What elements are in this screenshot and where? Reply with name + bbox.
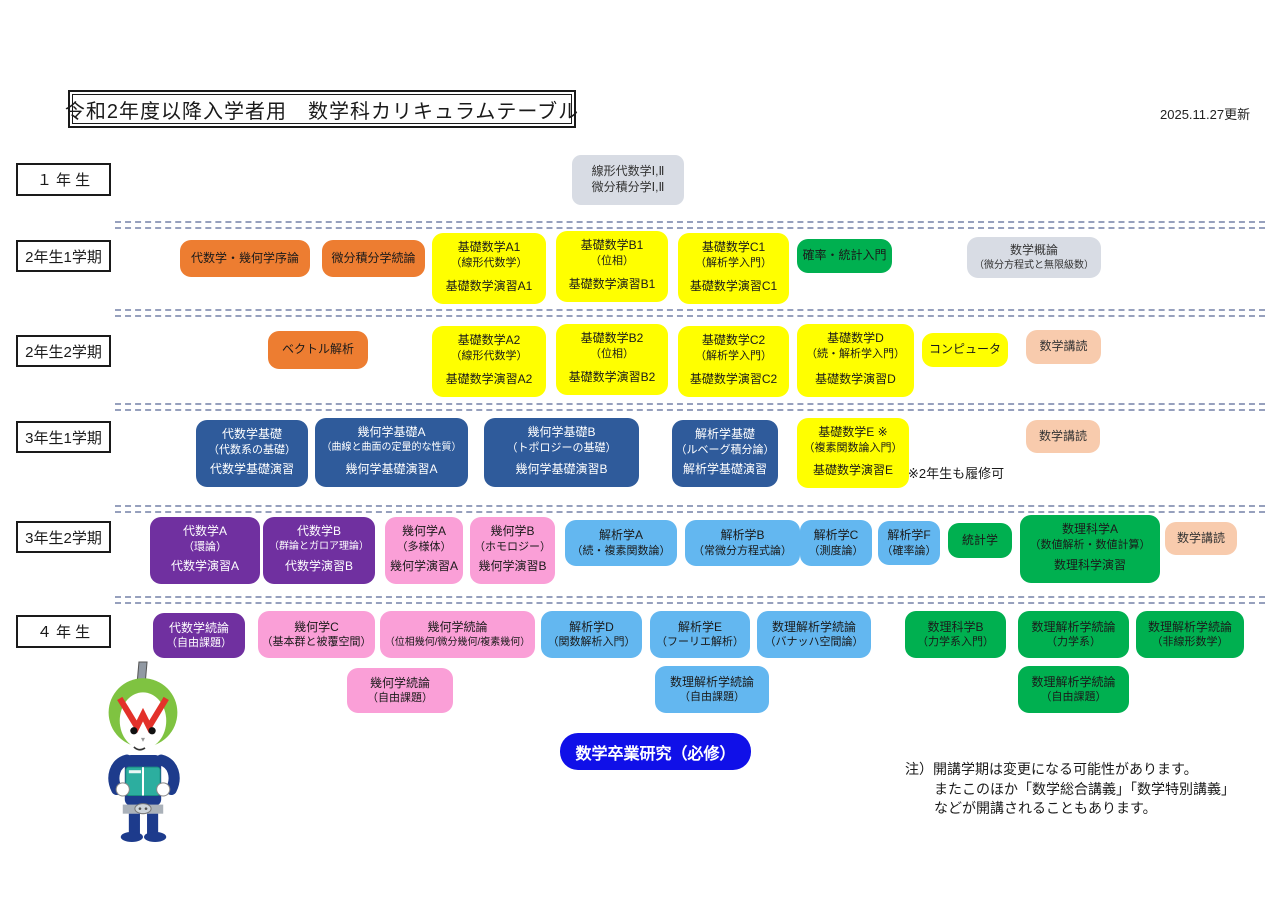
course-box: 解析学C（測度論） (800, 520, 872, 566)
footer-note-line1: 注）開講学期は変更になる可能性があります。 (905, 761, 1198, 777)
course-box: 微分積分学続論 (322, 240, 425, 277)
course-box: 代数学・幾何学序論 (180, 240, 310, 277)
course-box: 解析学A（続・複素関数論） (565, 520, 677, 566)
course-box: 幾何学基礎A（曲線と曲面の定量的な性質） 幾何学基礎演習A (315, 418, 468, 487)
course-box: 統計学 (948, 523, 1012, 558)
course-box: 数理解析学続論（力学系） (1018, 611, 1129, 658)
row-separator (115, 309, 1265, 317)
page-title-inner-frame: 令和2年度以降入学者用 数学科カリキュラムテーブル (65, 94, 578, 124)
course-box: 基礎数学C2（解析学入門） 基礎数学演習C2 (678, 326, 789, 397)
course-box: 解析学基礎（ルベーグ積分論） 解析学基礎演習 (672, 420, 778, 487)
course-box: 数理科学A（数値解析・数値計算） 数理科学演習 (1020, 515, 1160, 583)
course-box: 代数学B（群論とガロア理論） 代数学演習B (263, 517, 375, 584)
course-box: 確率・統計入門 (797, 239, 892, 273)
footer-note: 注）開講学期は変更になる可能性があります。 またこのほか「数学総合講義」「数学特… (905, 760, 1235, 819)
course-box: コンピュータ (922, 333, 1008, 367)
course-box: 基礎数学D（続・解析学入門） 基礎数学演習D (797, 324, 914, 397)
course-box: ベクトル解析 (268, 331, 368, 369)
course-box: 数学概論 （微分方程式と無限級数） (967, 237, 1101, 278)
course-box: 数理解析学続論（非線形数学） (1136, 611, 1244, 658)
course-box: 数学講読 (1165, 522, 1237, 555)
course-box: 代数学A（環論） 代数学演習A (150, 517, 260, 584)
course-box: 代数学続論（自由課題） (153, 613, 245, 658)
course-box: 基礎数学E ※（複素関数論入門） 基礎数学演習E (797, 418, 909, 488)
graduation-research-box: 数学卒業研究（必修） (560, 733, 751, 770)
course-box: 幾何学基礎B（トポロジーの基礎） 幾何学基礎演習B (484, 418, 639, 487)
row-label-year2-term2: 2年生2学期 (16, 335, 111, 367)
course-box: 幾何学続論（位相幾何/微分幾何/複素幾何） (380, 611, 535, 658)
course-box: 基礎数学B1（位相） 基礎数学演習B1 (556, 231, 668, 302)
course-box: 幾何学C（基本群と被覆空間） (258, 611, 375, 658)
course-box: 数学講読 (1026, 330, 1101, 364)
course-box: 数理解析学続論（自由課題） (655, 666, 769, 713)
course-box: 線形代数学Ⅰ,Ⅱ 微分積分学Ⅰ,Ⅱ (572, 155, 684, 205)
course-box: 数学講読 (1026, 420, 1100, 453)
mascot-character-icon (108, 661, 180, 842)
row-label-year1: １ 年 生 (16, 163, 111, 196)
course-box: 基礎数学C1（解析学入門） 基礎数学演習C1 (678, 233, 789, 304)
course-box: 幾何学続論（自由課題） (347, 668, 453, 713)
course-box: 解析学F（確率論） (878, 521, 940, 565)
row-label-year4: ４ 年 生 (16, 615, 111, 648)
course-box: 解析学D（関数解析入門） (541, 611, 642, 658)
updated-date: 2025.11.27更新 (1160, 107, 1251, 122)
course-box: 数理解析学続論（バナッハ空間論） (757, 611, 871, 658)
course-box: 幾何学B（ホモロジー） 幾何学演習B (470, 517, 555, 584)
footer-note-line3: などが開講されることもあります。 (934, 800, 1157, 817)
row-separator (115, 505, 1265, 513)
course-box: 解析学E（フーリエ解析） (650, 611, 750, 658)
course-box: 幾何学A（多様体） 幾何学演習A (385, 517, 463, 584)
row-separator (115, 596, 1265, 604)
course-box: 基礎数学B2（位相） 基礎数学演習B2 (556, 324, 668, 395)
row-separator (115, 403, 1265, 411)
footer-note-line2: またこのほか「数学総合講義」「数学特別講義」 (934, 780, 1235, 797)
course-box: 基礎数学A1（線形代数学） 基礎数学演習A1 (432, 233, 546, 304)
row-label-year2-term1: 2年生1学期 (16, 240, 111, 272)
course-box: 数理科学B（力学系入門） (905, 611, 1006, 658)
note-2nd-year-eligible: ※2年生も履修可 (908, 466, 1005, 481)
page-title-frame: 令和2年度以降入学者用 数学科カリキュラムテーブル (65, 90, 578, 128)
row-separator (115, 221, 1265, 229)
row-label-year3-term2: 3年生2学期 (16, 521, 111, 553)
row-label-year3-term1: 3年生1学期 (16, 421, 111, 453)
course-box: 数理解析学続論（自由課題） (1018, 666, 1129, 713)
course-box: 解析学B（常微分方程式論） (685, 520, 800, 566)
page-title: 令和2年度以降入学者用 数学科カリキュラムテーブル (64, 100, 580, 123)
course-box: 基礎数学A2（線形代数学） 基礎数学演習A2 (432, 326, 546, 397)
course-box: 代数学基礎（代数系の基礎） 代数学基礎演習 (196, 420, 308, 487)
